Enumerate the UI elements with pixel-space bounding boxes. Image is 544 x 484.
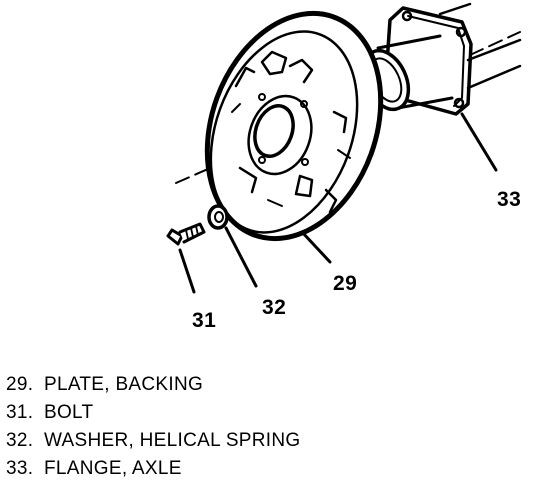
legend-item-number: 32. bbox=[6, 430, 34, 451]
legend-item-text: FLANGE, AXLE bbox=[44, 458, 182, 479]
callout-31: 31 bbox=[192, 309, 217, 332]
legend-item-text: WASHER, HELICAL SPRING bbox=[44, 430, 301, 451]
legend-item-number: 29. bbox=[6, 374, 34, 395]
legend-item-number: 33. bbox=[6, 458, 34, 479]
bolt-part bbox=[166, 222, 206, 246]
legend-item: 31. BOLT bbox=[6, 399, 300, 427]
backing-plate-part bbox=[204, 10, 384, 242]
callout-32: 32 bbox=[262, 296, 287, 319]
legend-item-text: PLATE, BACKING bbox=[44, 374, 204, 395]
leader-lines bbox=[178, 112, 498, 294]
legend-item: 33. FLANGE, AXLE bbox=[6, 455, 300, 483]
callout-29: 29 bbox=[333, 272, 358, 295]
legend-item: 29. PLATE, BACKING bbox=[6, 371, 300, 399]
exploded-view-drawing bbox=[166, 2, 522, 294]
legend-item-number: 31. bbox=[6, 402, 34, 423]
legend-item-text: BOLT bbox=[44, 402, 94, 423]
callout-33: 33 bbox=[497, 188, 522, 211]
legend-item: 32. WASHER, HELICAL SPRING bbox=[6, 427, 300, 455]
washer-part bbox=[207, 204, 229, 230]
parts-legend: 29. PLATE, BACKING 31. BOLT 32. WASHER, HEL… bbox=[6, 371, 300, 483]
